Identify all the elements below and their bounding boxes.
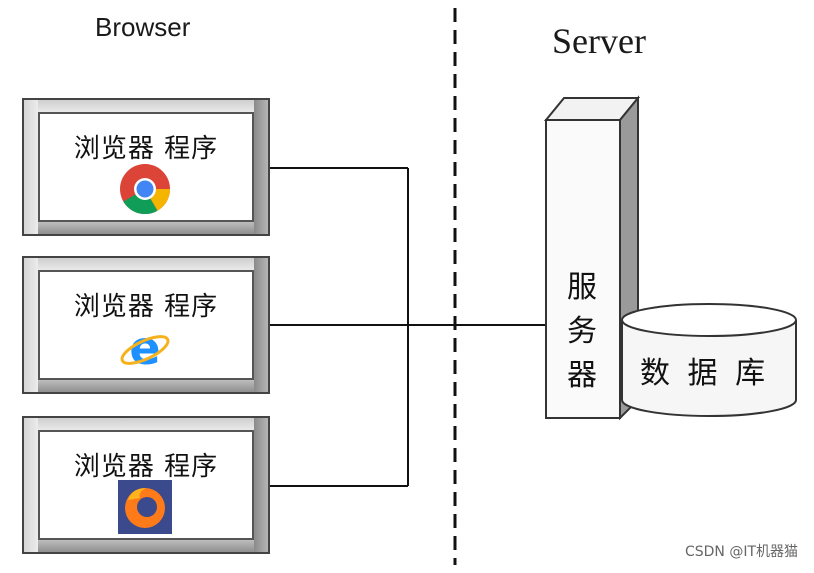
firefox-icon	[118, 480, 172, 534]
server-column-title: Server	[552, 21, 646, 61]
browser-box-3: 浏览器 程序	[22, 416, 270, 554]
database-label: 数 据 库	[640, 356, 770, 391]
svg-text:e: e	[129, 321, 160, 374]
server-label-char-2: 务	[567, 314, 597, 349]
browser-box-1: 浏览器 程序	[22, 98, 270, 236]
browser-column-title: Browser	[95, 12, 191, 42]
browser-box-face	[38, 270, 254, 380]
browser-label: 浏览器 程序	[73, 134, 219, 164]
browser-label: 浏览器 程序	[73, 292, 219, 322]
chrome-icon	[120, 164, 171, 215]
browser-label: 浏览器 程序	[73, 452, 219, 482]
internet-explorer-icon: e	[120, 321, 170, 374]
watermark: CSDN @IT机器猫	[684, 544, 798, 560]
server-label-char-1: 服	[567, 270, 597, 305]
browser-box-2: 浏览器 程序 e	[22, 256, 270, 394]
server-label-char-3: 器	[567, 358, 597, 393]
database-cylinder	[621, 303, 797, 417]
